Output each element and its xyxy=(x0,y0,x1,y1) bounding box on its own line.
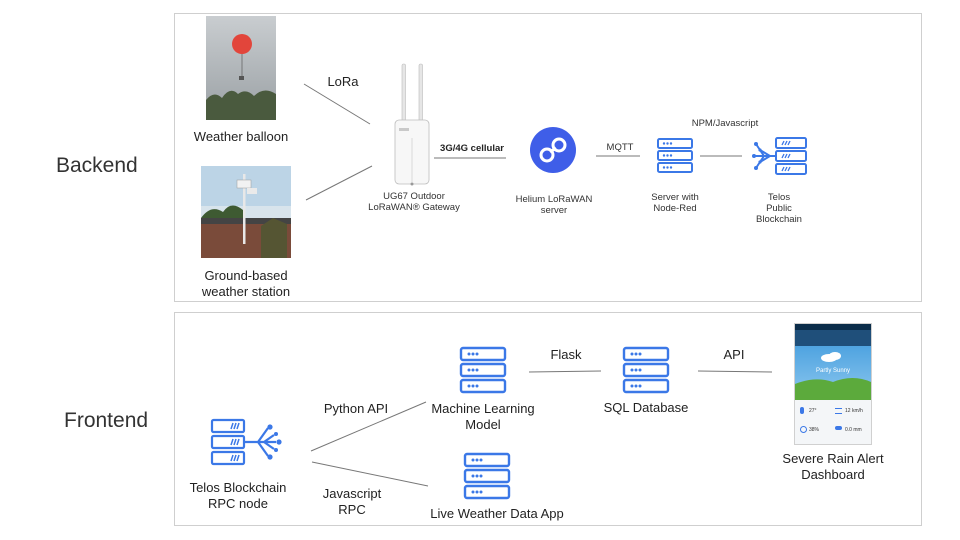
phone-stat-wind: 12 km/h xyxy=(845,408,863,414)
node-red-label-line1: Server with xyxy=(651,192,699,203)
helium-label-line2: server xyxy=(540,205,568,216)
ground-station-photo xyxy=(201,166,291,258)
lora-label: LoRa xyxy=(327,74,359,89)
flask-label: Flask xyxy=(550,347,582,362)
phone-stat-humidity: 38% xyxy=(809,427,820,433)
phone-stat-temperature: 27° xyxy=(809,408,817,414)
weather-balloon-label: Weather balloon xyxy=(193,129,289,144)
telos-blockchain-icon xyxy=(750,136,810,176)
ml-model-label-line2: Model xyxy=(465,417,501,432)
rpc-node-label-line2: RPC node xyxy=(208,496,268,511)
phone-stats-grid: 27° 12 km/h 38% 0.0 mm xyxy=(795,402,871,442)
dashboard-label-line2: Dashboard xyxy=(801,467,865,482)
wind-icon xyxy=(835,408,842,414)
js-rpc-label-line2: RPC xyxy=(338,502,366,517)
backend-section-label: Backend xyxy=(56,154,138,177)
telos-label-line1: Telos xyxy=(767,192,791,203)
telos-label-line3: Blockchain xyxy=(756,214,802,225)
mqtt-label: MQTT xyxy=(606,142,634,153)
gateway-label-line2: LoRaWAN® Gateway xyxy=(368,202,460,213)
ml-model-server-icon xyxy=(459,346,507,394)
thermometer-icon xyxy=(800,407,804,414)
js-rpc-label-line1: Javascript xyxy=(322,486,382,501)
gateway-label-line1: UG67 Outdoor xyxy=(383,191,445,202)
node-red-server-icon xyxy=(656,137,694,173)
dashboard-phone-screenshot: Partly Sunny 27° 12 km/h 38% 0.0 mm xyxy=(794,323,872,445)
rpc-node-label-line1: Telos Blockchain xyxy=(189,480,287,495)
frontend-section-label: Frontend xyxy=(64,409,149,432)
phone-weather-text: Partly Sunny xyxy=(815,368,851,374)
ground-station-label-line1: Ground-based xyxy=(204,268,288,283)
telos-label-line2: Public xyxy=(766,203,792,214)
phone-app-bar xyxy=(795,330,871,346)
humidity-icon xyxy=(800,426,807,433)
dashboard-label-line1: Severe Rain Alert xyxy=(782,451,884,466)
live-weather-app-server-icon xyxy=(463,452,511,500)
python-api-label: Python API xyxy=(323,401,389,416)
api-label: API xyxy=(723,347,745,362)
sql-database-label: SQL Database xyxy=(603,400,689,415)
npm-javascript-label: NPM/Javascript xyxy=(691,118,759,129)
phone-status-bar xyxy=(795,324,871,330)
sql-database-server-icon xyxy=(622,346,670,394)
live-weather-app-label: Live Weather Data App xyxy=(430,506,564,521)
helium-icon xyxy=(529,126,577,174)
ml-model-label-line1: Machine Learning xyxy=(431,401,535,416)
telos-rpc-node-icon xyxy=(210,418,286,466)
weather-balloon-photo xyxy=(206,16,276,120)
phone-weather-hero: Partly Sunny xyxy=(795,346,871,400)
rain-icon xyxy=(835,426,842,430)
node-red-label-line2: Node-Red xyxy=(653,203,697,214)
lorawan-gateway-device xyxy=(393,62,433,188)
phone-stat-rain: 0.0 mm xyxy=(845,427,862,433)
cellular-label: 3G/4G cellular xyxy=(440,143,504,154)
helium-label-line1: Helium LoRaWAN xyxy=(515,194,593,205)
ground-station-label-line2: weather station xyxy=(201,284,291,299)
